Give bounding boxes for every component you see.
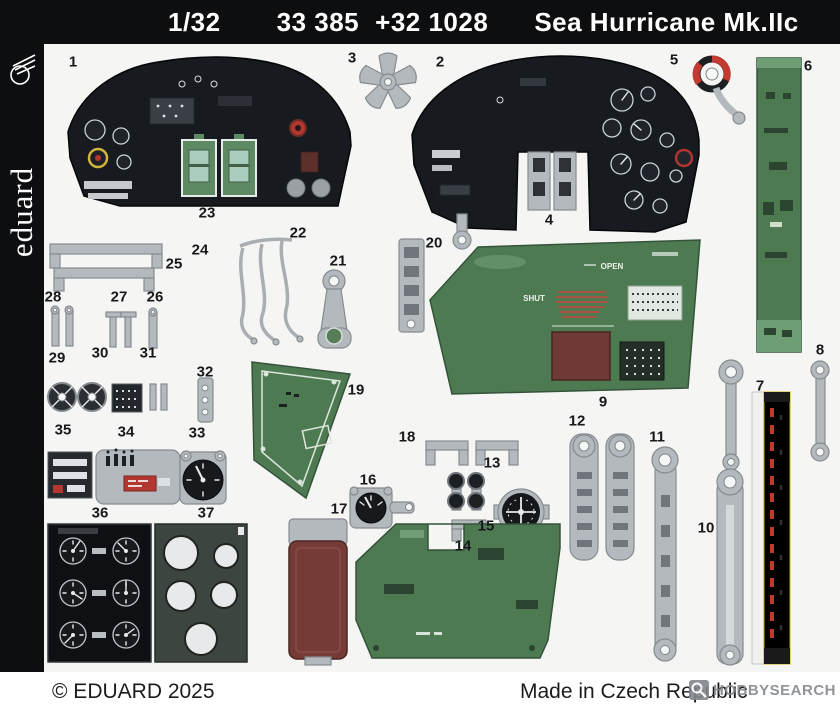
pe-part-12-straps — [569, 433, 635, 561]
pe-part-30-wheel — [77, 382, 107, 412]
pe-part-36-blind-flying-panel — [47, 523, 152, 663]
pe-part-7-decal-strip — [751, 391, 791, 665]
pe-part-33-gauge — [179, 450, 227, 505]
header-bar: 1/32 33 385 +32 1028 Sea Hurricane Mk.II… — [0, 0, 840, 44]
pe-part-1-instrument-panel-left — [67, 56, 352, 207]
pe-part-5-gunsight-ring — [692, 55, 746, 125]
pe-part-28-pins — [50, 305, 74, 347]
pe-part-13-grommets — [447, 472, 485, 511]
pe-part-cockpit-panel-green — [355, 523, 561, 659]
footer-bar: © EDUARD 2025 Made in Czech Republic HOB… — [0, 672, 840, 712]
pe-part-32-strip — [197, 377, 214, 423]
pe-part-31-dotted-plate — [111, 383, 168, 413]
catalog-number-2: +32 1028 — [375, 6, 489, 37]
pe-part-4-frames — [527, 151, 577, 211]
pe-part-23-instrument-bezels — [181, 134, 257, 197]
pe-part-3-fan-wheel — [359, 52, 417, 109]
pe-part-10-long-rail — [716, 468, 744, 666]
pe-part-29-wheel — [47, 382, 77, 412]
pe-part-37-bezel-panel — [154, 523, 248, 663]
pe-part-27-pins — [105, 311, 137, 348]
pe-part-18-brackets — [425, 440, 519, 466]
stencil-open: OPEN — [601, 262, 624, 271]
copyright-text: © EDUARD 2025 — [52, 680, 215, 703]
pe-part-22-wire-loom — [238, 237, 304, 346]
pe-part-24-channel-bracket — [49, 243, 163, 269]
pe-part-26-pin — [148, 307, 158, 349]
pe-part-35-placard — [47, 451, 93, 499]
scale-label: 1/32 — [168, 6, 221, 37]
eduard-wings-logo — [10, 54, 36, 85]
danger-red-placard — [123, 475, 157, 492]
watermark-text: HOBBYSEARCH — [712, 681, 836, 699]
catalog-number: 33 385 — [276, 6, 360, 37]
pe-part-20-ladder-strip — [398, 238, 425, 333]
pe-part-9-placard-panel: OPEN SHUT — [429, 239, 701, 395]
pe-part-8-handle — [810, 360, 830, 462]
brand-name: eduard — [4, 166, 39, 258]
pe-part-compass-mount — [452, 213, 472, 250]
pe-part-11-long-rail — [651, 446, 679, 662]
pe-part-2-instrument-panel-right — [411, 55, 700, 233]
pe-part-21-handle — [317, 269, 352, 349]
pe-part-rod — [718, 359, 744, 471]
pe-part-17-door-panel — [288, 518, 348, 666]
product-title: Sea Hurricane Mk.IIc — [534, 6, 799, 37]
brand-sidebar: eduard — [0, 44, 44, 672]
pe-part-34-quadrant-panel — [95, 448, 181, 505]
pe-part-19-map-case — [251, 361, 352, 500]
stencil-shut: SHUT — [523, 294, 545, 303]
pe-part-25-channel-bracket — [53, 267, 155, 292]
pe-part-6-sidewall-strip — [756, 57, 802, 353]
magnifier-icon — [688, 680, 709, 700]
hobbysearch-watermark: HOBBYSEARCH — [688, 680, 836, 700]
pe-part-16-fuel-gauge — [349, 486, 415, 529]
